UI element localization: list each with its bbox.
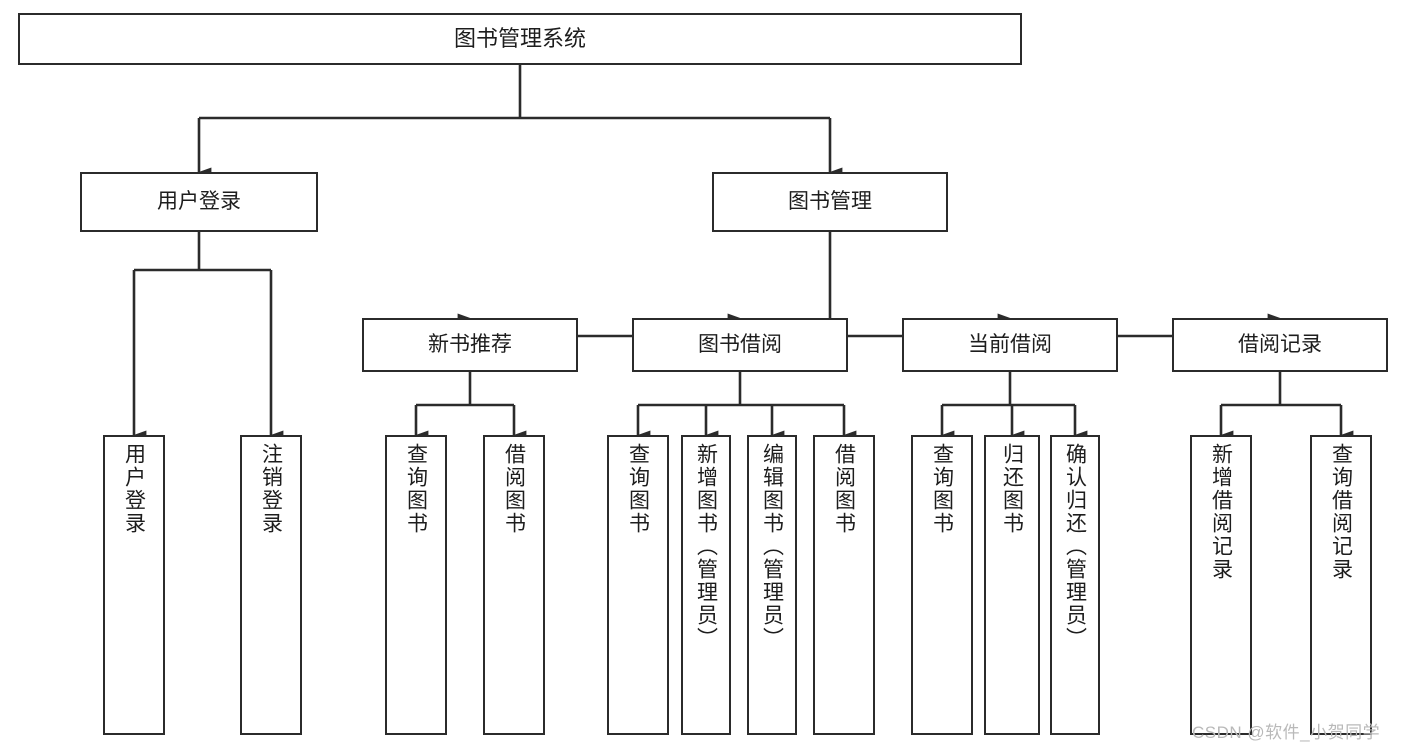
node-new_book_rec[interactable]: 新书推荐 (362, 318, 578, 372)
node-leaf_query_1[interactable]: 查询图书 (385, 435, 447, 735)
node-borrow_record[interactable]: 借阅记录 (1172, 318, 1388, 372)
node-leaf_logout[interactable]: 注销登录 (240, 435, 302, 735)
node-leaf_borrow_1[interactable]: 借阅图书 (483, 435, 545, 735)
node-label: 借阅图书 (502, 443, 526, 535)
node-user_login[interactable]: 用户登录 (80, 172, 318, 232)
node-label: 借阅记录 (1238, 332, 1322, 356)
node-label: 图书借阅 (698, 332, 782, 356)
node-label: 新增图书（管理员） (694, 443, 718, 650)
node-label: 查询借阅记录 (1329, 443, 1353, 581)
node-root[interactable]: 图书管理系统 (18, 13, 1022, 65)
node-label: 编辑图书（管理员） (760, 443, 784, 650)
node-book_borrow[interactable]: 图书借阅 (632, 318, 848, 372)
node-leaf_add_rec[interactable]: 新增借阅记录 (1190, 435, 1252, 735)
node-leaf_edit_book[interactable]: 编辑图书（管理员） (747, 435, 797, 735)
node-leaf_query_3[interactable]: 查询图书 (911, 435, 973, 735)
node-leaf_user_login[interactable]: 用户登录 (103, 435, 165, 735)
node-label: 图书管理 (788, 189, 872, 213)
node-leaf_confirm[interactable]: 确认归还（管理员） (1050, 435, 1100, 735)
node-label: 新增借阅记录 (1209, 443, 1233, 581)
node-label: 借阅图书 (832, 443, 856, 535)
node-leaf_borrow_2[interactable]: 借阅图书 (813, 435, 875, 735)
csdn-watermark: CSDN @软件_小贺同学 (1192, 723, 1381, 742)
node-leaf_query_2[interactable]: 查询图书 (607, 435, 669, 735)
node-label: 查询图书 (626, 443, 650, 535)
node-leaf_query_rec[interactable]: 查询借阅记录 (1310, 435, 1372, 735)
node-book_manage[interactable]: 图书管理 (712, 172, 948, 232)
node-label: 用户登录 (157, 189, 241, 213)
node-label: 图书管理系统 (453, 26, 586, 52)
node-leaf_return[interactable]: 归还图书 (984, 435, 1040, 735)
node-label: 确认归还（管理员） (1063, 443, 1087, 650)
node-label: 查询图书 (404, 443, 428, 535)
node-label: 当前借阅 (968, 332, 1052, 356)
node-label: 归还图书 (1000, 443, 1024, 535)
node-current_borrow[interactable]: 当前借阅 (902, 318, 1118, 372)
node-label: 新书推荐 (428, 332, 512, 356)
node-label: 注销登录 (259, 443, 283, 535)
node-label: 查询图书 (930, 443, 954, 535)
node-label: 用户登录 (122, 443, 146, 535)
node-leaf_add_book[interactable]: 新增图书（管理员） (681, 435, 731, 735)
